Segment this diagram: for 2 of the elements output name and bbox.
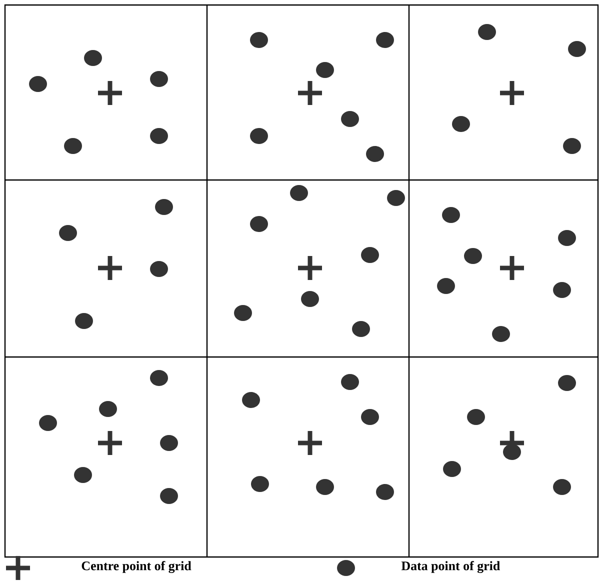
legend-text: Centre point of grid — [82, 561, 192, 573]
legend-text: Data point of grid — [401, 561, 500, 573]
